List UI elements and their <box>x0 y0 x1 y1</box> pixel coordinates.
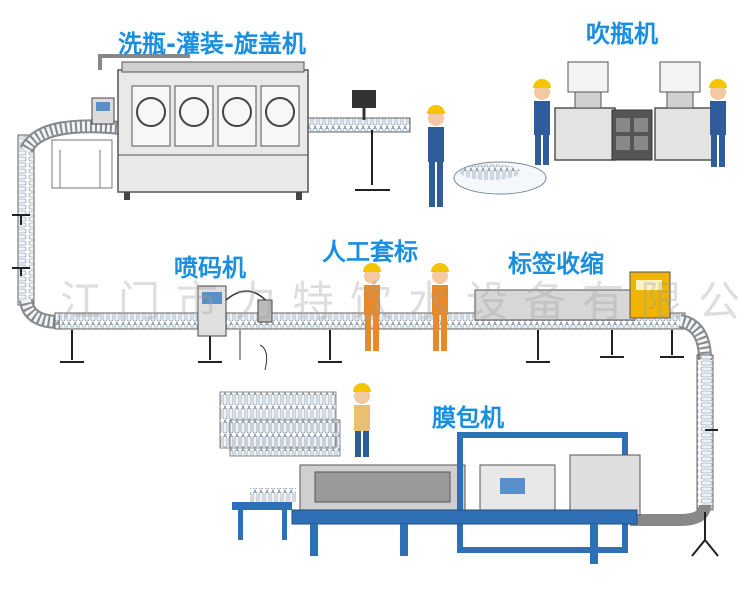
label-blow-molding: 吹瓶机 <box>586 20 658 48</box>
label-label-shrink: 标签收缩 <box>508 250 604 278</box>
bottle-packs <box>219 391 341 457</box>
worker-blow-left <box>533 79 551 165</box>
worker-sleeving-2 <box>431 263 449 351</box>
label-manual-sleeving: 人工套标 <box>322 238 418 266</box>
inkjet-coder-machine <box>197 285 273 371</box>
conveyor-top <box>299 117 411 133</box>
worker-sleeving-1 <box>363 263 381 351</box>
watermark: 江门市力特饮水设备有限公司 <box>60 277 756 326</box>
conveyor-stands <box>12 130 719 557</box>
worker-packing <box>353 383 371 457</box>
film-wrapping-machine <box>232 432 641 564</box>
worker-blow-right <box>709 79 727 167</box>
wash-fill-cap-machine <box>51 54 376 200</box>
conveyor-bottom-right-curve <box>630 504 711 526</box>
label-inkjet-coder: 喷码机 <box>174 254 246 282</box>
label-film-wrapping: 膜包机 <box>432 404 504 432</box>
label-shrink-machine <box>474 271 671 321</box>
conveyor-right-vertical <box>696 354 714 511</box>
blow-molding-machine <box>554 61 716 161</box>
worker-filler <box>427 105 445 207</box>
label-wash-fill-cap: 洗瓶-灌装-旋盖机 <box>118 30 306 58</box>
bottle-pile <box>453 161 547 195</box>
